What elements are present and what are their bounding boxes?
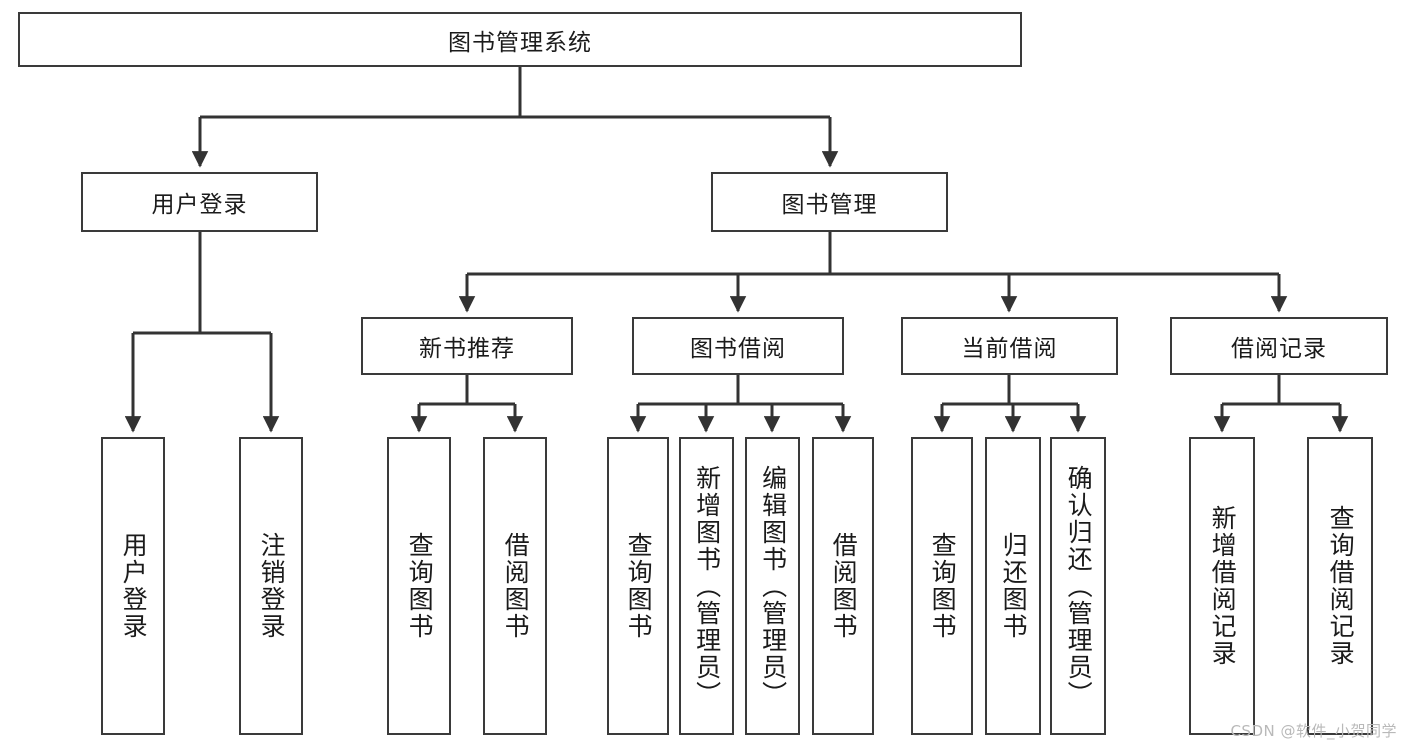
node-leaf-query-borrow-record-label: 查询借阅记录 (1326, 505, 1356, 667)
node-root-title[interactable]: 图书管理系统 (18, 12, 1022, 67)
node-leaf-edit-book-label: 编辑图书（管理员） (758, 464, 788, 708)
node-borrow-record-label: 借阅记录 (1231, 336, 1327, 362)
node-leaf-edit-book[interactable]: 编辑图书（管理员） (745, 437, 800, 735)
node-book-borrow[interactable]: 图书借阅 (632, 317, 844, 375)
node-leaf-add-borrow-record-label: 新增借阅记录 (1208, 505, 1238, 667)
node-leaf-add-book-label: 新增图书（管理员） (692, 464, 722, 708)
node-current-borrow-label: 当前借阅 (961, 336, 1058, 362)
node-leaf-add-borrow-record[interactable]: 新增借阅记录 (1189, 437, 1255, 735)
node-leaf-user-login[interactable]: 用户登录 (101, 437, 165, 735)
node-leaf-confirm-return[interactable]: 确认归还（管理员） (1050, 437, 1106, 735)
node-user-login-label: 用户登录 (151, 192, 248, 218)
node-leaf-query-book-1[interactable]: 查询图书 (387, 437, 451, 735)
node-new-book-recommend[interactable]: 新书推荐 (361, 317, 573, 375)
node-leaf-add-book[interactable]: 新增图书（管理员） (679, 437, 734, 735)
node-user-login[interactable]: 用户登录 (81, 172, 318, 232)
node-leaf-logout-login-label: 注销登录 (257, 532, 287, 640)
node-leaf-borrow-book-1-label: 借阅图书 (501, 532, 531, 640)
node-leaf-query-book-2-label: 查询图书 (624, 532, 654, 640)
node-leaf-query-book-1-label: 查询图书 (405, 532, 435, 640)
node-root-label: 图书管理系统 (448, 29, 592, 56)
node-leaf-borrow-book-1[interactable]: 借阅图书 (483, 437, 547, 735)
node-new-book-recommend-label: 新书推荐 (419, 336, 515, 362)
node-leaf-borrow-book-2[interactable]: 借阅图书 (812, 437, 874, 735)
node-leaf-return-book-label: 归还图书 (999, 532, 1029, 640)
node-leaf-user-login-label: 用户登录 (119, 532, 149, 640)
node-leaf-query-borrow-record[interactable]: 查询借阅记录 (1307, 437, 1373, 735)
node-leaf-logout-login[interactable]: 注销登录 (239, 437, 303, 735)
node-leaf-borrow-book-2-label: 借阅图书 (829, 532, 859, 640)
node-book-management[interactable]: 图书管理 (711, 172, 948, 232)
node-leaf-query-book-3[interactable]: 查询图书 (911, 437, 973, 735)
node-book-management-label: 图书管理 (781, 192, 878, 218)
node-leaf-confirm-return-label: 确认归还（管理员） (1064, 464, 1094, 708)
node-book-borrow-label: 图书借阅 (690, 336, 786, 362)
node-leaf-query-book-3-label: 查询图书 (928, 532, 958, 640)
node-borrow-record[interactable]: 借阅记录 (1170, 317, 1388, 375)
csdn-watermark: CSDN @软件_小贺同学 (1230, 722, 1397, 740)
node-leaf-return-book[interactable]: 归还图书 (985, 437, 1041, 735)
node-leaf-query-book-2[interactable]: 查询图书 (607, 437, 669, 735)
node-current-borrow[interactable]: 当前借阅 (901, 317, 1118, 375)
